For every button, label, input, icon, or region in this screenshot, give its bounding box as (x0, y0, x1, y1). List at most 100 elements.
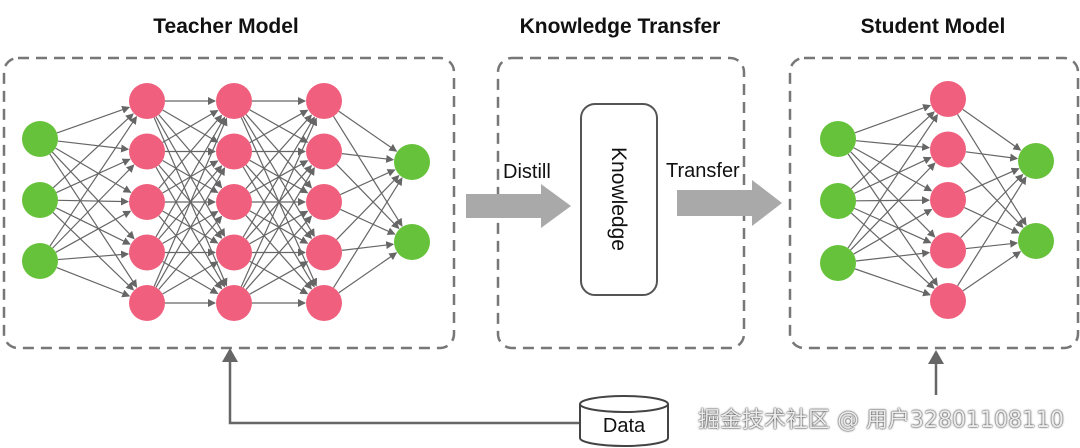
student-edge-l1-0-0 (962, 108, 1022, 151)
teacher-model-box (2, 56, 456, 350)
teacher-edge-l2-1-0 (249, 109, 309, 144)
teacher-edge-l3-4-1 (338, 252, 398, 294)
teacher-edge-l0-2-0 (49, 115, 137, 247)
teacher-network (22, 83, 430, 321)
student-edge-l0-1-0 (850, 111, 935, 190)
teacher-edge-l1-4-2 (158, 215, 223, 290)
teacher-edge-l1-1-0 (162, 110, 219, 143)
teacher-edge-l2-4-0 (240, 117, 318, 287)
data-store: Data (579, 395, 669, 447)
transfer-label: Transfer (666, 160, 740, 182)
teacher-edge-l0-1-1 (56, 158, 131, 194)
teacher-node-l4-0 (394, 144, 430, 180)
student-edge-l0-0-0 (854, 104, 932, 134)
teacher-edge-l1-4-1 (155, 167, 226, 288)
student-node-l2-1 (1018, 223, 1054, 259)
teacher-edge-l0-0-0 (56, 105, 131, 134)
teacher-node-l3-0 (306, 83, 342, 119)
teacher-edge-l1-4-3 (162, 261, 219, 295)
teacher-edge-l0-1-3 (55, 207, 131, 245)
teacher-node-l2-3 (216, 234, 252, 271)
teacher-node-l1-0 (129, 83, 165, 119)
student-edge-l0-2-4 (854, 268, 931, 297)
watermark: 掘金技术社区 @ 用户32801108110 (698, 408, 1064, 433)
teacher-model-title: Teacher Model (153, 15, 298, 38)
teacher-node-l4-1 (394, 224, 430, 260)
knowledge-transfer-title: Knowledge Transfer (520, 15, 721, 38)
data-label: Data (603, 415, 646, 437)
teacher-node-l1-1 (129, 133, 165, 170)
student-edge-l0-1-2 (855, 196, 931, 205)
teacher-node-l3-4 (306, 285, 342, 321)
student-edge-l1-3-0 (960, 173, 1024, 239)
student-edges (847, 104, 1027, 297)
student-edge-l0-0-4 (847, 153, 938, 287)
student-edge-l0-1-1 (854, 156, 932, 194)
teacher-node-l0-1 (22, 182, 58, 218)
student-edge-l0-2-3 (855, 249, 931, 262)
teacher-node-l1-4 (129, 285, 165, 321)
student-edge-l0-2-2 (853, 208, 933, 255)
teacher-node-l2-4 (216, 285, 252, 321)
student-edge-l1-1-1 (960, 162, 1024, 229)
transfer-arrow (677, 180, 782, 226)
teacher-edge-l0-2-2 (55, 210, 132, 253)
teacher-edge-l0-0-1 (57, 140, 130, 153)
student-edge-l1-4-0 (957, 176, 1027, 287)
teacher-edge-l3-4-0 (333, 177, 403, 289)
student-model-box (788, 56, 1080, 350)
distill-label: Distill (503, 161, 551, 183)
teacher-node-l0-2 (22, 243, 58, 279)
student-edge-l1-2-0 (964, 167, 1020, 194)
teacher-edge-l3-2-0 (340, 169, 396, 196)
teacher-node-l3-2 (306, 184, 342, 220)
distill-arrow (466, 184, 571, 228)
data-to-student-arrowhead (928, 350, 944, 364)
student-node-l0-1 (820, 183, 856, 219)
teacher-edge-l0-2-1 (52, 164, 135, 249)
teacher-node-l3-3 (306, 234, 342, 271)
student-edge-l1-2-1 (964, 207, 1020, 234)
student-model-title: Student Model (861, 15, 1006, 38)
teacher-node-l0-0 (22, 121, 58, 157)
teacher-edge-l3-1-0 (341, 153, 395, 163)
knowledge-box (580, 103, 658, 296)
teacher-edge-l1-3-0 (155, 116, 226, 238)
teacher-edge-l0-2-4 (56, 267, 131, 298)
teacher-edge-l3-0-0 (338, 110, 398, 152)
teacher-node-l3-1 (306, 133, 342, 170)
teacher-edge-l0-2-3 (57, 250, 130, 261)
teacher-edge-l2-3-0 (242, 116, 315, 238)
student-edge-l0-1-3 (854, 207, 932, 244)
knowledge-label: Knowledge (607, 147, 630, 251)
teacher-edge-l1-2-0 (158, 114, 223, 189)
teacher-edge-l2-4-1 (242, 166, 315, 288)
student-edge-l0-2-0 (847, 113, 938, 249)
teacher-node-l1-3 (129, 234, 165, 271)
teacher-edge-l0-1-0 (52, 113, 134, 189)
teacher-edge-l2-4-2 (245, 215, 313, 290)
teacher-node-l1-2 (129, 184, 165, 220)
student-edge-l1-4-1 (962, 251, 1022, 292)
student-node-l1-0 (930, 81, 966, 117)
teacher-node-l2-1 (216, 133, 252, 170)
student-node-l2-0 (1018, 143, 1054, 179)
student-node-l0-2 (820, 245, 856, 281)
data-to-teacher-line (228, 360, 580, 425)
teacher-node-l2-0 (216, 83, 252, 119)
student-edge-l1-1-0 (965, 151, 1019, 162)
teacher-edge-l0-0-4 (49, 153, 138, 288)
student-node-l1-3 (930, 232, 966, 269)
student-edge-l1-3-1 (965, 239, 1019, 250)
teacher-edge-l3-1-1 (336, 163, 400, 230)
teacher-edge-l1-4-0 (153, 117, 228, 287)
data-to-teacher-arrowhead (222, 348, 238, 362)
teacher-edge-l0-1-4 (52, 212, 135, 291)
student-edge-l0-2-1 (850, 162, 936, 251)
student-node-l1-4 (930, 283, 966, 319)
student-edge-l1-0-1 (956, 113, 1027, 226)
teacher-edge-l0-1-2 (57, 197, 130, 206)
teacher-edge-l3-3-1 (341, 241, 395, 251)
teacher-edge-l0-0-3 (51, 151, 135, 240)
